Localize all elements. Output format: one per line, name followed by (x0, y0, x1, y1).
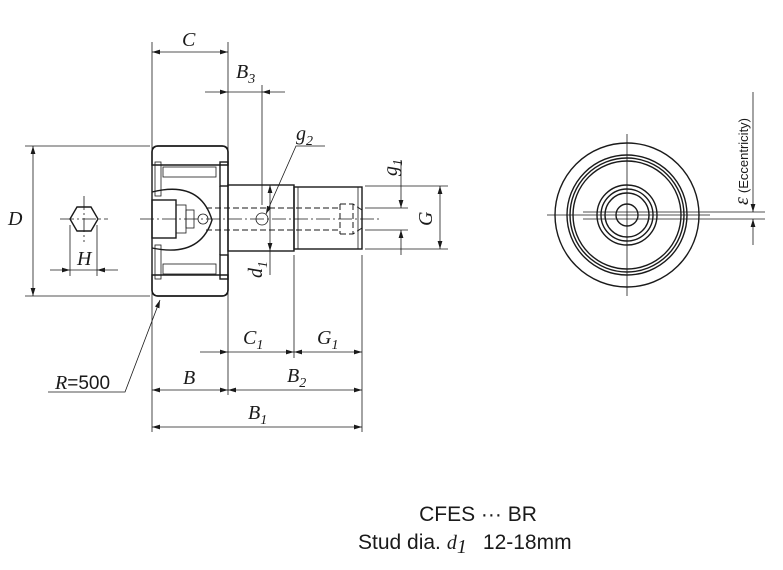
label-g1: g1 (380, 159, 406, 176)
label-B: B (183, 367, 195, 389)
label-G1: G1 (317, 327, 338, 353)
stud-thread (293, 186, 363, 250)
eccentricity-label: ε(Eccentricity) (731, 118, 753, 205)
label-G: G (415, 211, 437, 226)
outer-ring-bottom (151, 274, 229, 297)
end-view: ε(Eccentricity) (547, 92, 765, 296)
label-B2: B2 (287, 365, 306, 391)
label-g2: g2 (296, 123, 313, 149)
label-D: D (7, 208, 23, 230)
label-C1: C1 (243, 327, 263, 353)
outer-ring-top (151, 145, 229, 166)
label-C: C (182, 29, 196, 51)
label-R: R=500 (54, 372, 110, 394)
stud (227, 184, 295, 252)
label-B1: B1 (248, 402, 267, 428)
dimension-lines (25, 42, 448, 432)
label-B3: B3 (236, 61, 255, 87)
hex-socket-view (69, 206, 99, 232)
dimension-labels: C B3 D H g2 d1 g1 G C1 G1 B B2 B1 R=500 (7, 29, 437, 428)
label-H: H (76, 248, 93, 270)
label-d1: d1 (245, 261, 271, 278)
side-section-view (60, 145, 380, 297)
model-name: CFES ··· BR (419, 503, 537, 526)
